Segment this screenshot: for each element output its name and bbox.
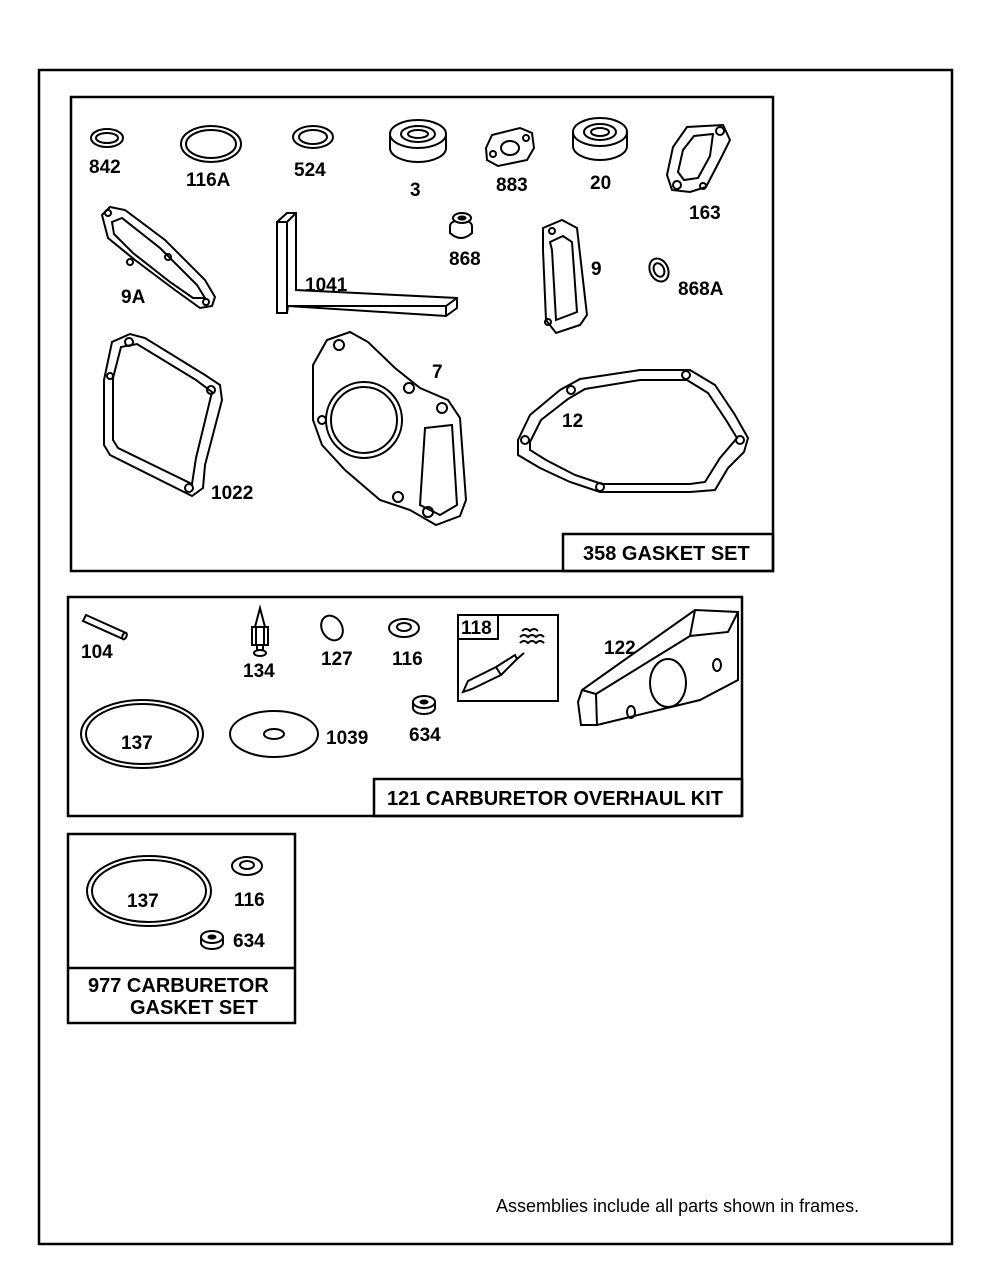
footer-note: Assemblies include all parts shown in fr…: [496, 1196, 859, 1216]
overhaul-kit-frame: 121 CARBURETOR OVERHAUL KIT 104 134 127 …: [66, 595, 744, 818]
carb-gasket-set-frame: 977 CARBURETOR GASKET SET 137 116 634: [66, 832, 297, 1025]
label-883: 883: [496, 175, 528, 196]
label-1022: 1022: [211, 483, 253, 504]
label-634: 634: [233, 931, 265, 952]
part-12-crankcase-gasket: [517, 369, 750, 493]
label-842: 842: [89, 157, 121, 178]
carb-gasket-set-frame-border: [66, 832, 297, 1025]
part-118-label-box: [457, 614, 499, 640]
label-524: 524: [294, 160, 326, 181]
label-868: 868: [449, 249, 481, 270]
part-842-o-ring: [90, 128, 124, 148]
part-122-spacer: [576, 608, 739, 726]
part-1039-diaphragm: [229, 710, 319, 758]
part-1022-gasket: [103, 332, 224, 498]
part-137-o-ring: [80, 699, 204, 769]
label-20: 20: [590, 173, 611, 194]
label-868a: 868A: [678, 279, 724, 300]
part-9a-gasket: [100, 205, 217, 310]
part-116a-ring: [180, 125, 242, 163]
part-104-pin: [81, 613, 128, 641]
part-883-gasket: [484, 126, 536, 168]
gasket-set-frame: 358 GASKET SET 842 116A 524 3: [69, 95, 775, 573]
part-868a-ring: [648, 257, 670, 283]
carb-gasket-set-title-line1: 977 CARBURETOR: [88, 975, 269, 997]
label-9: 9: [591, 259, 602, 280]
label-634: 634: [409, 725, 441, 746]
part-116-washer: [388, 618, 420, 638]
part-634-washer: [200, 930, 224, 950]
part-127-plug: [320, 614, 344, 642]
overhaul-kit-title: 121 CARBURETOR OVERHAUL KIT: [387, 788, 723, 810]
carb-gasket-set-title-line2: GASKET SET: [130, 997, 258, 1019]
overhaul-kit-title-box: [372, 777, 744, 818]
label-1039: 1039: [326, 728, 368, 749]
label-1041: 1041: [305, 275, 348, 296]
part-1041-bracket: [276, 212, 458, 318]
part-20-oil-seal: [572, 117, 628, 161]
part-868-valve-seal: [449, 212, 473, 239]
part-524-ring: [292, 125, 334, 149]
part-118-frame: [457, 614, 559, 702]
label-127: 127: [321, 649, 353, 670]
label-9a: 9A: [121, 287, 146, 308]
label-137: 137: [121, 733, 153, 754]
label-3: 3: [410, 180, 421, 201]
label-134: 134: [243, 661, 275, 682]
label-104: 104: [81, 642, 113, 663]
part-116-washer: [231, 856, 263, 876]
label-116: 116: [234, 890, 265, 911]
gasket-set-frame-border: [69, 95, 775, 573]
label-163: 163: [689, 203, 721, 224]
label-12: 12: [562, 411, 583, 432]
label-137: 137: [127, 891, 159, 912]
part-137-o-ring: [86, 855, 212, 927]
part-9-gasket: [542, 218, 589, 335]
label-122: 122: [604, 638, 636, 659]
label-7: 7: [432, 362, 443, 383]
gasket-set-title: 358 GASKET SET: [583, 543, 750, 565]
part-634-washer: [412, 695, 436, 715]
gasket-set-title-box: [561, 532, 775, 573]
label-116: 116: [392, 649, 423, 670]
part-134-needle: [251, 604, 269, 657]
part-163-gasket: [665, 123, 732, 194]
part-7-head-gasket: [312, 330, 468, 527]
label-118: 118: [461, 618, 492, 639]
part-118-screw-spring: [457, 614, 559, 702]
label-116a: 116A: [186, 170, 231, 191]
part-3-oil-seal: [389, 119, 447, 163]
outer-border: [37, 68, 954, 1246]
